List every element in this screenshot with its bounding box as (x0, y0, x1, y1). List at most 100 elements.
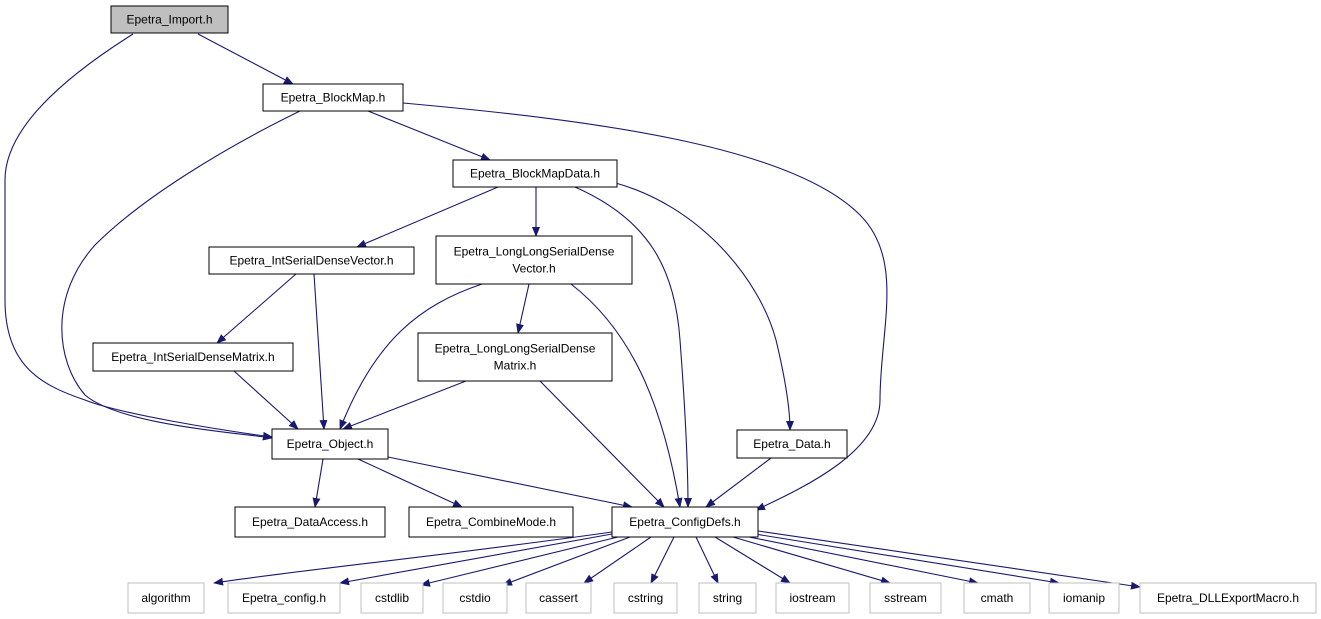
node-box (963, 582, 1031, 614)
node-label: cstring (628, 591, 663, 605)
node-box (452, 159, 618, 188)
edge-import-to-object (4, 33, 273, 440)
node-cassert: cassert (525, 582, 592, 614)
node-sstream: sstream (869, 582, 942, 614)
edge-configdefs-to-iomanip (754, 533, 1060, 586)
edge-blockmapdata-to-isdv (356, 186, 499, 248)
node-combinemode[interactable]: Epetra_CombineMode.h (408, 506, 574, 538)
node-box (435, 235, 633, 285)
edge-configdefs-to-string (695, 536, 719, 584)
node-label: algorithm (141, 591, 190, 605)
node-label: cassert (539, 591, 578, 605)
edge-object-to-configdefs (387, 456, 633, 510)
node-cmath: cmath (963, 582, 1031, 614)
edge-llsdv-to-object (339, 283, 483, 430)
node-label: Epetra_Object.h (287, 437, 374, 451)
node-label: Epetra_BlockMapData.h (470, 167, 600, 181)
node-label: sstream (884, 591, 927, 605)
edge-blockmapdata-to-configdefs (574, 186, 692, 508)
node-isdm[interactable]: Epetra_IntSerialDenseMatrix.h (92, 342, 294, 372)
node-box (127, 582, 205, 614)
node-object[interactable]: Epetra_Object.h (271, 428, 389, 460)
node-box (1139, 582, 1317, 614)
node-label: Epetra_LongLongSerialDense (454, 245, 615, 259)
node-box (525, 582, 592, 614)
node-box (417, 332, 613, 382)
node-label: Epetra_ConfigDefs.h (629, 515, 740, 529)
edge-blockmapdata-to-data (611, 181, 794, 431)
edge-object-to-dataaccess (312, 458, 324, 508)
node-blockmapdata[interactable]: Epetra_BlockMapData.h (452, 159, 618, 188)
node-label: Epetra_config.h (242, 591, 326, 605)
node-label: Epetra_DLLExportMacro.h (1157, 591, 1299, 605)
edge-configdefs-to-iostream (714, 536, 791, 584)
node-dataaccess[interactable]: Epetra_DataAccess.h (234, 506, 386, 538)
node-label: Epetra_Data.h (753, 437, 830, 451)
edge-configdefs-to-algorithm (213, 531, 613, 586)
node-box (869, 582, 942, 614)
edge-object-to-combinemode (357, 458, 463, 508)
node-box (92, 342, 294, 372)
edge-configdefs-to-cassert (583, 536, 652, 584)
node-configdefs[interactable]: Epetra_ConfigDefs.h (611, 506, 759, 538)
edges-layer (4, 33, 1141, 590)
edge-configdefs-to-cstdlib (420, 536, 619, 587)
node-box (611, 506, 759, 538)
edge-import-to-blockmap (197, 33, 294, 85)
node-box (262, 83, 404, 112)
node-label: cstdlib (375, 591, 409, 605)
edge-isdv-to-object (313, 273, 328, 430)
node-cstdlib: cstdlib (360, 582, 424, 614)
node-label: Epetra_LongLongSerialDense (435, 342, 596, 356)
node-label: cstdio (459, 591, 491, 605)
node-box (234, 506, 386, 538)
node-box (408, 506, 574, 538)
node-dllexport: Epetra_DLLExportMacro.h (1139, 582, 1317, 614)
node-box (442, 582, 508, 614)
node-label: Vector.h (512, 262, 555, 276)
node-label: cmath (981, 591, 1014, 605)
edge-configdefs-to-cstring (650, 536, 675, 584)
node-label: Epetra_IntSerialDenseMatrix.h (111, 350, 274, 364)
node-config: Epetra_config.h (227, 582, 341, 614)
edge-configdefs-to-cstdio (502, 536, 631, 586)
edge-configdefs-to-cmath (748, 536, 979, 586)
edge-llsdm-to-object (342, 380, 467, 430)
edge-isdv-to-isdm (216, 273, 297, 344)
node-box (360, 582, 424, 614)
edge-llsdv-to-llsdm (516, 283, 530, 334)
node-box (698, 582, 757, 614)
edge-blockmap-to-configdefs (402, 102, 888, 511)
node-string: string (698, 582, 757, 614)
edge-data-to-configdefs (705, 457, 772, 508)
node-isdv[interactable]: Epetra_IntSerialDenseVector.h (208, 246, 415, 275)
node-label: Epetra_BlockMap.h (281, 91, 386, 105)
node-box (227, 582, 341, 614)
node-label: Epetra_IntSerialDenseVector.h (229, 254, 393, 268)
node-cstdio: cstdio (442, 582, 508, 614)
node-box (613, 582, 678, 614)
node-box (1048, 582, 1120, 614)
node-box (736, 429, 848, 459)
node-cstring: cstring (613, 582, 678, 614)
node-data[interactable]: Epetra_Data.h (736, 429, 848, 459)
node-label: string (713, 591, 742, 605)
edge-blockmap-to-object (61, 110, 301, 441)
node-label: Epetra_CombineMode.h (426, 515, 556, 529)
node-blockmap[interactable]: Epetra_BlockMap.h (262, 83, 404, 112)
nodes-layer: Epetra_Import.hEpetra_BlockMap.hEpetra_B… (92, 5, 1317, 614)
node-label: Epetra_Import.h (126, 13, 212, 27)
node-iomanip: iomanip (1048, 582, 1120, 614)
node-label: Epetra_DataAccess.h (252, 515, 368, 529)
node-import[interactable]: Epetra_Import.h (110, 5, 229, 34)
node-label: iomanip (1063, 591, 1105, 605)
edge-llsdv-to-configdefs (570, 283, 683, 508)
edge-configdefs-to-sstream (732, 536, 891, 585)
node-algorithm: algorithm (127, 582, 205, 614)
node-label: iostream (789, 591, 835, 605)
node-iostream: iostream (775, 582, 850, 614)
node-box (775, 582, 850, 614)
